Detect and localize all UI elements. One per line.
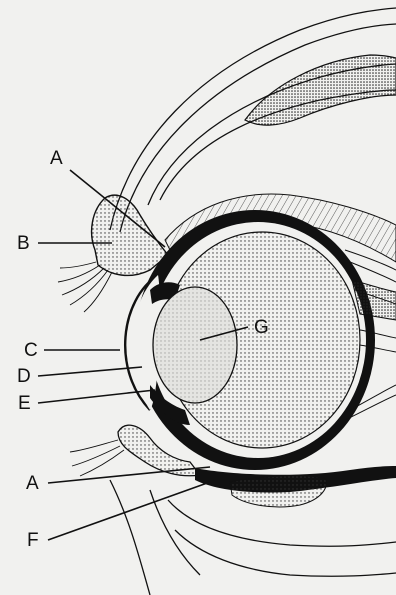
label-a-upper: A <box>50 149 63 168</box>
lens-stipple <box>153 287 237 403</box>
label-b: B <box>17 234 30 253</box>
label-d: D <box>17 367 31 386</box>
label-c: C <box>24 341 38 360</box>
label-f: F <box>27 531 39 550</box>
label-e: E <box>18 394 31 413</box>
label-g: G <box>254 318 269 337</box>
label-a-lower: A <box>26 474 39 493</box>
